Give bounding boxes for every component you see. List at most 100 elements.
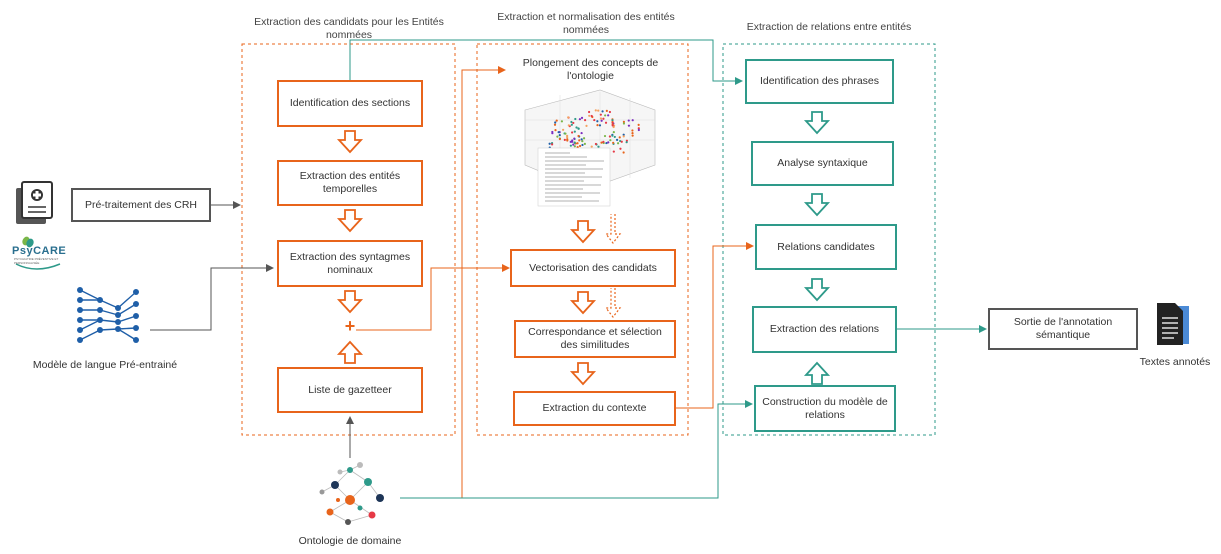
scatter-point xyxy=(554,121,557,124)
scatter-point xyxy=(588,114,591,117)
scatter-point xyxy=(631,119,634,122)
scatter-point xyxy=(594,142,598,146)
down-arrow-4 xyxy=(569,220,597,244)
candidates-section-frame xyxy=(241,43,456,436)
temporal-entities-box: Extraction des entités temporelles xyxy=(277,160,423,206)
scatter-point xyxy=(578,144,582,148)
scatter-point xyxy=(607,114,610,117)
scatter-point xyxy=(580,116,584,119)
scatter-point xyxy=(637,128,640,132)
embedding-scatter-plot xyxy=(524,89,656,207)
scatter-point xyxy=(622,133,625,136)
scatter-point xyxy=(608,135,612,138)
scatter-point xyxy=(590,145,593,148)
down-arrow-2 xyxy=(336,209,364,233)
scatter-point xyxy=(612,131,615,134)
scatter-point xyxy=(637,127,640,130)
scatter-point xyxy=(597,109,600,112)
vectorisation-box: Vectorisation des candidats xyxy=(510,249,676,287)
scatter-point xyxy=(562,128,565,131)
scatter-point xyxy=(613,135,616,139)
scatter-point xyxy=(571,131,574,134)
scatter-point xyxy=(622,122,626,125)
dotted-arrow-2 xyxy=(604,288,622,318)
scatter-point xyxy=(618,136,621,139)
scatter-point xyxy=(571,140,574,143)
scatter-point xyxy=(619,147,622,150)
embedding-title: Plongement des concepts de l'ontologie xyxy=(522,57,659,82)
scatter-point xyxy=(575,126,578,129)
scatter-point xyxy=(631,129,634,132)
neural-network-icon xyxy=(79,289,137,341)
syntax-analysis-box: Analyse syntaxique xyxy=(751,141,894,186)
scatter-point xyxy=(594,109,597,112)
scatter-point xyxy=(596,120,599,123)
teal-down-arrow-3 xyxy=(803,278,831,302)
language-model-label: Modèle de langue Pré-entrainé xyxy=(32,359,178,371)
scatter-point xyxy=(611,119,614,122)
annotated-texts-icon xyxy=(1157,303,1189,345)
scatter-point xyxy=(584,119,587,122)
ontology-label: Ontologie de domaine xyxy=(298,535,402,547)
scatter-point xyxy=(604,121,608,124)
scatter-point xyxy=(587,110,591,114)
sections-identification-box: Identification des sections xyxy=(277,80,423,127)
scatter-point xyxy=(563,138,566,141)
scatter-point xyxy=(605,109,608,112)
annotation-output-box: Sortie de l'annotation sémantique xyxy=(988,308,1138,350)
scatter-point xyxy=(551,132,554,135)
scatter-point xyxy=(600,119,603,122)
scatter-point xyxy=(577,134,580,138)
scatter-point xyxy=(612,150,615,153)
scatter-point xyxy=(558,137,562,141)
scatter-point xyxy=(607,141,610,144)
scatter-point xyxy=(553,123,557,126)
scatter-point xyxy=(573,137,576,140)
noun-phrases-box: Extraction des syntagmes nominaux xyxy=(277,240,423,287)
teal-up-arrow xyxy=(803,361,831,385)
dotted-arrow-1 xyxy=(604,214,622,244)
scatter-point xyxy=(576,145,579,149)
scatter-point xyxy=(597,145,600,148)
scatter-point xyxy=(615,138,619,141)
normalisation-section-frame xyxy=(476,43,689,436)
scatter-point xyxy=(573,130,576,133)
scatter-point xyxy=(569,144,572,147)
relations-section-title: Extraction de relations entre entités xyxy=(746,21,912,33)
teal-down-arrow-1 xyxy=(803,111,831,135)
scatter-point xyxy=(566,139,569,142)
down-arrow-5 xyxy=(569,291,597,315)
scatter-point xyxy=(622,151,625,154)
matching-box: Correspondance et sélection des similitu… xyxy=(514,320,676,358)
scatter-point xyxy=(564,132,567,135)
clinical-report-icon xyxy=(16,181,53,224)
psycare-logo-text: PsyCARE xyxy=(12,245,67,257)
scatter-point xyxy=(622,120,625,123)
scatter-point xyxy=(611,124,614,127)
scatter-point xyxy=(572,143,575,146)
psycare-logo-mark xyxy=(15,236,61,270)
scatter-point xyxy=(558,134,561,137)
relations-section-frame xyxy=(722,43,936,436)
scatter-point xyxy=(599,117,603,120)
scatter-point xyxy=(590,114,593,118)
scatter-point xyxy=(551,143,554,146)
scatter-point xyxy=(605,141,608,145)
scatter-point xyxy=(601,110,604,113)
relation-model-box: Construction du modèle de relations xyxy=(754,385,896,432)
scatter-point xyxy=(577,127,580,130)
candidates-section-title: Extraction des candidats pour les Entité… xyxy=(254,16,444,41)
scatter-point xyxy=(572,121,575,125)
scatter-point xyxy=(622,135,625,138)
relations-extraction-box: Extraction des relations xyxy=(752,306,897,353)
scatter-point xyxy=(554,129,557,132)
scatter-point xyxy=(570,123,573,126)
scatter-point xyxy=(580,138,583,141)
scatter-point xyxy=(576,142,579,145)
scatter-point xyxy=(611,134,614,137)
scatter-point xyxy=(581,143,584,147)
scatter-point xyxy=(573,141,576,144)
scatter-point xyxy=(609,139,612,142)
scatter-point xyxy=(598,124,602,127)
scatter-point xyxy=(557,131,560,134)
